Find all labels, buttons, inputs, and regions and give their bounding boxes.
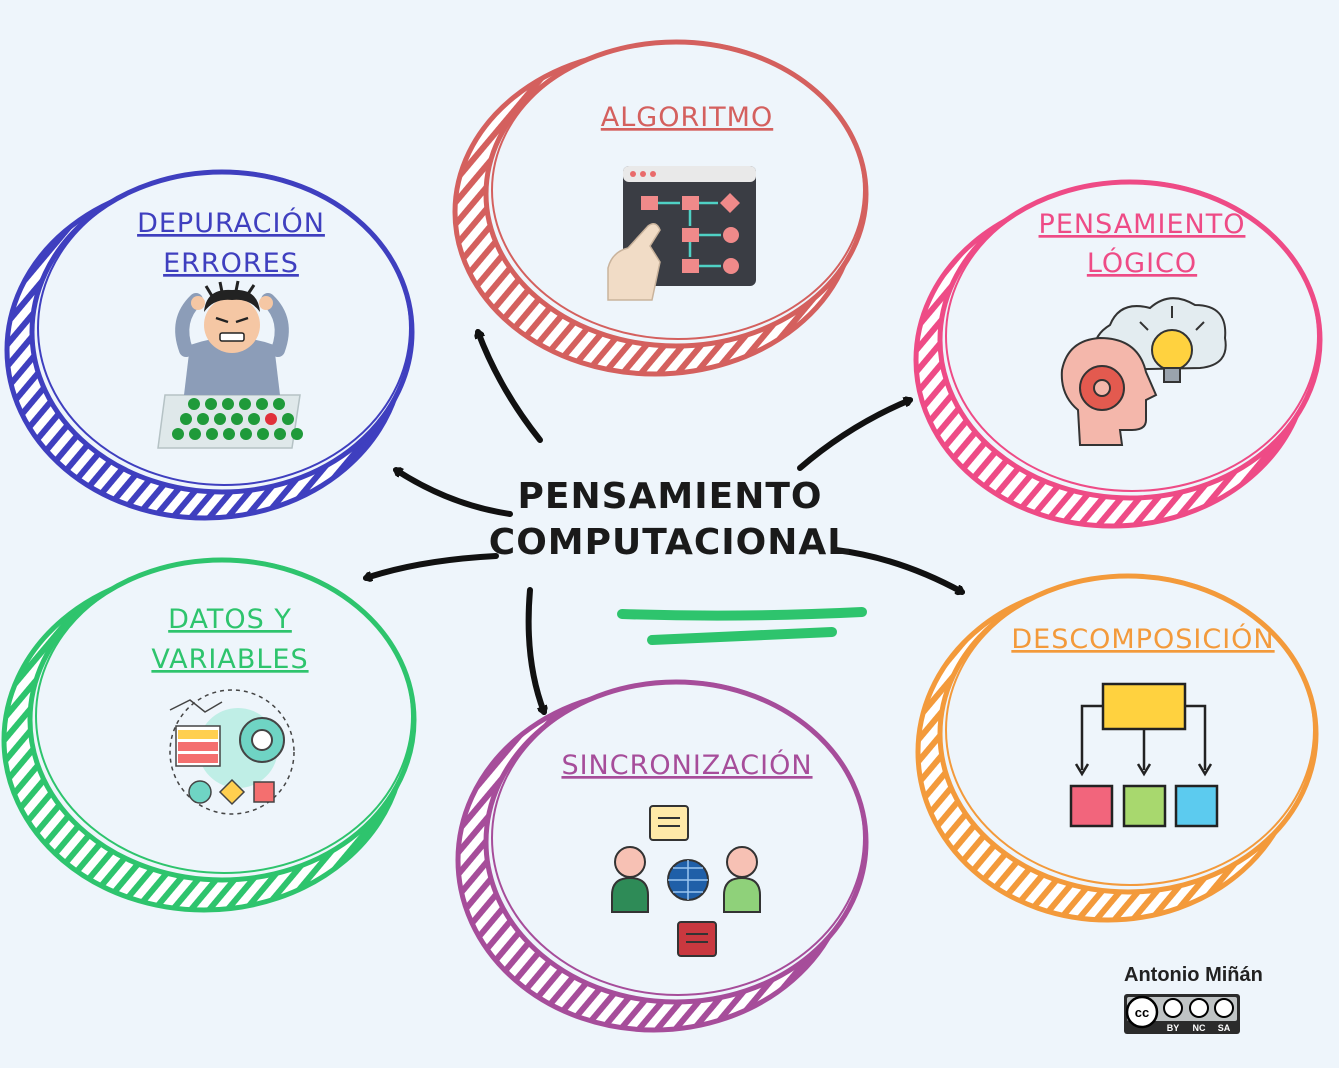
arrow-to-descomposicion bbox=[833, 547, 965, 592]
flowchart-screen-icon bbox=[607, 166, 756, 301]
node-descomposicion: DESCOMPOSICIÓN bbox=[915, 573, 1319, 923]
node-datos: DATOS Y VARIABLES bbox=[1, 557, 417, 913]
grid-dot bbox=[248, 413, 260, 425]
grid-dot bbox=[172, 428, 184, 440]
grid-dot bbox=[257, 428, 269, 440]
node-sincronizacion-title: SINCRONIZACIÓN bbox=[561, 749, 812, 781]
center-title-line-2: COMPUTACIONAL bbox=[489, 522, 851, 563]
button-grid-icon bbox=[172, 398, 303, 440]
grid-dot bbox=[282, 413, 294, 425]
grid-dot bbox=[291, 428, 303, 440]
grid-dot bbox=[273, 398, 285, 410]
grid-dot bbox=[239, 398, 251, 410]
arrow-to-algoritmo bbox=[478, 329, 543, 443]
grid-dot bbox=[180, 413, 192, 425]
grid-dot bbox=[265, 413, 277, 425]
grid-dot bbox=[214, 413, 226, 425]
decomposition-tree-icon bbox=[1069, 682, 1219, 828]
node-depuracion-title-2: ERRORES bbox=[163, 248, 299, 279]
grid-dot bbox=[256, 398, 268, 410]
grid-dot bbox=[205, 398, 217, 410]
node-datos-title-2: VARIABLES bbox=[151, 644, 308, 675]
node-algoritmo-title: ALGORITMO bbox=[601, 102, 773, 133]
cc-sa-label: SA bbox=[1218, 1023, 1231, 1033]
grid-dot bbox=[222, 398, 234, 410]
arrow-to-logico bbox=[797, 400, 913, 471]
connector-arrows bbox=[363, 329, 965, 715]
author-credit: Antonio Miñán bbox=[1124, 964, 1263, 986]
arrow-to-sincronizacion bbox=[525, 587, 544, 715]
cc-license-badge: cc BY NC SA bbox=[1124, 994, 1240, 1034]
grid-dot bbox=[197, 413, 209, 425]
arrow-to-datos bbox=[363, 553, 499, 578]
cc-by-label: BY bbox=[1167, 1023, 1180, 1033]
node-logico-title-2: LÓGICO bbox=[1087, 247, 1197, 279]
node-depuracion-title-1: DEPURACIÓN bbox=[137, 207, 325, 239]
node-datos-title-1: DATOS Y bbox=[168, 604, 292, 635]
grid-dot bbox=[206, 428, 218, 440]
data-variables-icon bbox=[169, 689, 295, 815]
node-logico-title-1: PENSAMIENTO bbox=[1039, 209, 1246, 240]
center-title-line-1: PENSAMIENTO bbox=[518, 476, 823, 517]
grid-dot bbox=[223, 428, 235, 440]
node-pensamiento-logico: PENSAMIENTO LÓGICO bbox=[913, 179, 1323, 529]
grid-dot bbox=[240, 428, 252, 440]
cc-nc-label: NC bbox=[1193, 1023, 1206, 1033]
node-sincronizacion: SINCRONIZACIÓN bbox=[455, 679, 869, 1033]
node-algoritmo: ALGORITMO bbox=[452, 39, 869, 377]
arrow-to-depuracion bbox=[393, 467, 513, 517]
node-descomposicion-title: DESCOMPOSICIÓN bbox=[1011, 623, 1274, 655]
grid-dot bbox=[189, 428, 201, 440]
grid-dot bbox=[231, 413, 243, 425]
decorative-highlight-strokes bbox=[617, 607, 867, 645]
node-depuracion: DEPURACIÓN ERRORES bbox=[4, 169, 415, 521]
grid-dot bbox=[188, 398, 200, 410]
people-sync-icon bbox=[611, 805, 761, 957]
grid-dot bbox=[274, 428, 286, 440]
cc-icon: cc bbox=[1135, 1005, 1149, 1020]
head-lightbulb-icon bbox=[1060, 297, 1227, 446]
